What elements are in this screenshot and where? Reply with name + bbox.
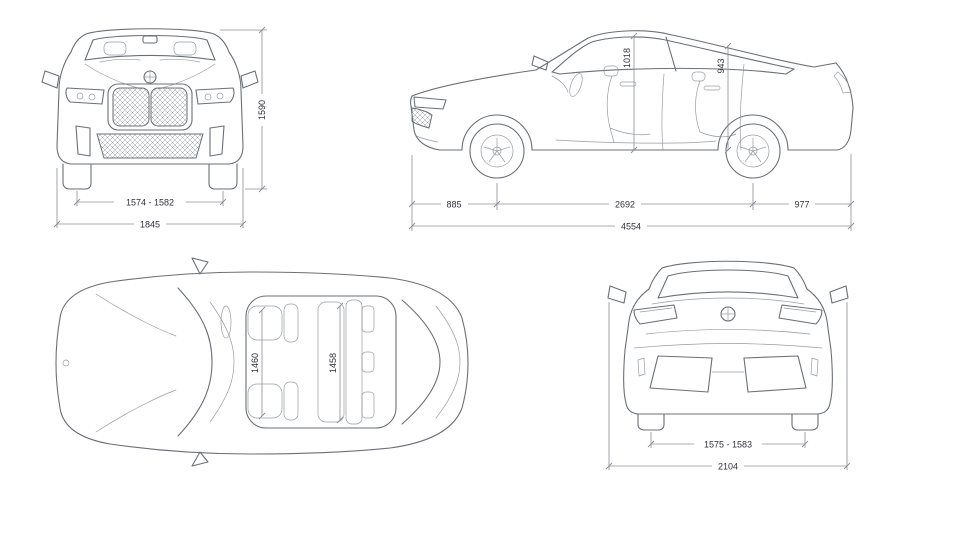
bmw-roundel-icon (143, 70, 157, 84)
taillight-right (778, 304, 823, 325)
tailgate-line (645, 329, 811, 335)
top-view: 1460 1458 (55, 257, 469, 467)
side-grille (411, 107, 433, 129)
headrest-right (173, 41, 197, 56)
dim-headroom-rear-label: 943 (716, 58, 726, 73)
dim-rear-overhang-label: 977 (794, 200, 809, 210)
reflector-right (810, 357, 819, 377)
hood-crease-top (95, 293, 177, 337)
headrest-left (103, 41, 127, 56)
dim-wheelbase-label: 2692 (615, 200, 635, 210)
rear-diffuser (649, 355, 807, 393)
lower-intake (96, 133, 204, 159)
dim-rear-track: 1575 - 1583 (647, 432, 809, 450)
dim-front-height: 1590 (220, 26, 268, 193)
side-body-outline (410, 30, 854, 151)
headlight-left (65, 87, 105, 105)
dim-headroom-front-label: 1018 (622, 48, 632, 68)
rocker-crease (555, 139, 717, 144)
dim-side-lower: 885 2692 977 4554 (408, 154, 855, 232)
front-view: 1590 1574 - 1582 1845 (41, 26, 268, 230)
door-handle-front (619, 81, 637, 87)
dim-front-overhang-label: 885 (446, 200, 461, 210)
front-windshield (84, 34, 216, 61)
top-body-outline (55, 271, 469, 455)
mirror-left (41, 70, 60, 89)
rear-view: 1575 - 1583 2104 (605, 260, 851, 472)
dim-headroom-front: 1018 (622, 32, 638, 154)
dim-length-label: 4554 (621, 222, 641, 232)
rearview-mirror (142, 35, 158, 44)
side-view: 1018 943 885 2692 977 4554 (408, 30, 855, 232)
rear-wheel-right (791, 413, 819, 431)
side-headlight (413, 96, 447, 110)
reflector-left (637, 357, 646, 377)
bumper-top-line (633, 343, 823, 349)
roof-front-edge (209, 301, 235, 423)
side-glasshouse (551, 36, 795, 75)
wipers (99, 58, 201, 63)
front-door-line (661, 73, 665, 151)
headlight-right (195, 87, 235, 105)
tailgate-line-top (435, 305, 461, 419)
dim-interior-width-front-label: 1460 (250, 353, 260, 373)
b-pillar (665, 36, 677, 72)
dim-interior-width-rear: 1458 (328, 302, 344, 424)
bmw-roundel-rear-icon (720, 306, 736, 322)
front-wheel-left (62, 163, 92, 190)
front-body-outline (56, 28, 244, 165)
taillight-side (833, 71, 852, 94)
dim-interior-width-front: 1460 (250, 306, 266, 420)
rear-mirror-left (607, 285, 627, 304)
dim-headroom-rear: 943 (716, 42, 732, 154)
rear-window (657, 269, 799, 299)
hood-crease-bottom (95, 389, 177, 433)
dim-rear-width: 2104 (605, 302, 851, 472)
interior-sketch (551, 65, 737, 143)
dim-front-width: 1845 (53, 168, 247, 230)
rear-body-outline (623, 260, 833, 415)
interior-seats-top (220, 299, 375, 425)
rear-wheel (725, 123, 781, 179)
side-intake-right (209, 125, 225, 157)
front-wheel-right (208, 163, 238, 190)
mirror-bottom (191, 451, 209, 467)
mirror-top (191, 257, 209, 275)
rear-door-line (739, 63, 745, 151)
rear-mirror-right (829, 285, 849, 304)
side-mirror (531, 55, 549, 71)
roof-panel (245, 295, 397, 429)
dim-rear-width-label: 2104 (718, 462, 738, 472)
bumper-detail (415, 135, 439, 143)
dim-front-height-label: 1590 (257, 100, 267, 120)
mirror-right (240, 70, 259, 89)
side-intake-left (75, 125, 91, 157)
dim-front-track-label: 1574 - 1582 (126, 198, 174, 208)
front-badge (62, 359, 70, 367)
dim-interior-width-rear-label: 1458 (328, 353, 338, 373)
rear-window-top (401, 299, 441, 425)
dim-front-track: 1574 - 1582 (73, 191, 227, 208)
shoulder-line (651, 297, 805, 305)
dim-rear-track-label: 1575 - 1583 (704, 440, 752, 450)
dim-front-width-label: 1845 (140, 220, 160, 230)
front-wheel (469, 123, 525, 179)
taillight-left (633, 304, 678, 325)
door-handle-rear (703, 85, 721, 91)
kidney-grille (107, 83, 193, 131)
rear-wheel-left (637, 413, 665, 431)
windshield-top (177, 287, 213, 437)
